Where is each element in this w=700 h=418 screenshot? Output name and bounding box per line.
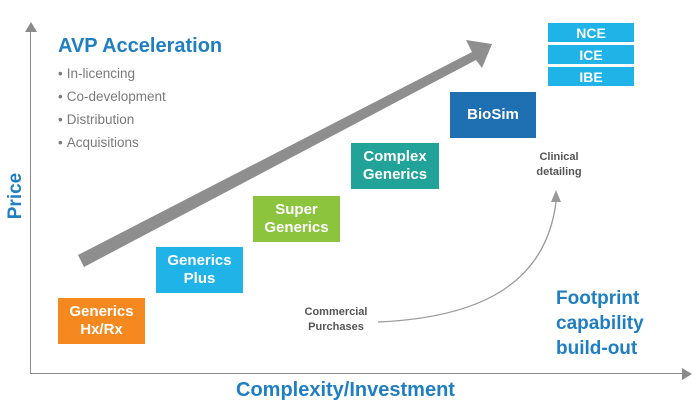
stack-item-nce: NCE (548, 23, 634, 42)
capability-curve-arrowhead (551, 190, 561, 202)
bullet-icon: • (58, 112, 63, 127)
y-axis-line (30, 30, 31, 374)
strategy-list: •In-licencing •Co-development •Distribut… (58, 64, 166, 156)
growth-arrow (78, 40, 492, 267)
stack-item-ice: ICE (548, 45, 634, 64)
stack-item-ibe: IBE (548, 67, 634, 86)
bullet-icon: • (58, 66, 63, 81)
bullet-icon: • (58, 135, 63, 150)
strategy-item: •Distribution (58, 112, 135, 127)
x-axis-label: Complexity/Investment (236, 379, 455, 401)
strategy-item: •Acquisitions (58, 135, 139, 150)
y-axis-arrowhead (25, 22, 37, 32)
diagram-title: AVP Acceleration (58, 35, 223, 57)
capability-curve-arrow (377, 201, 557, 323)
footprint-label: Footprint capability build-out (556, 288, 644, 359)
x-axis-arrowhead (682, 368, 692, 380)
step-biosim: BioSim (450, 92, 536, 138)
bullet-icon: • (58, 89, 63, 104)
strategy-item: •In-licencing (58, 66, 136, 81)
y-axis-label: Price (5, 172, 26, 220)
x-axis-line (30, 373, 682, 374)
strategy-item: •Co-development (58, 89, 166, 104)
